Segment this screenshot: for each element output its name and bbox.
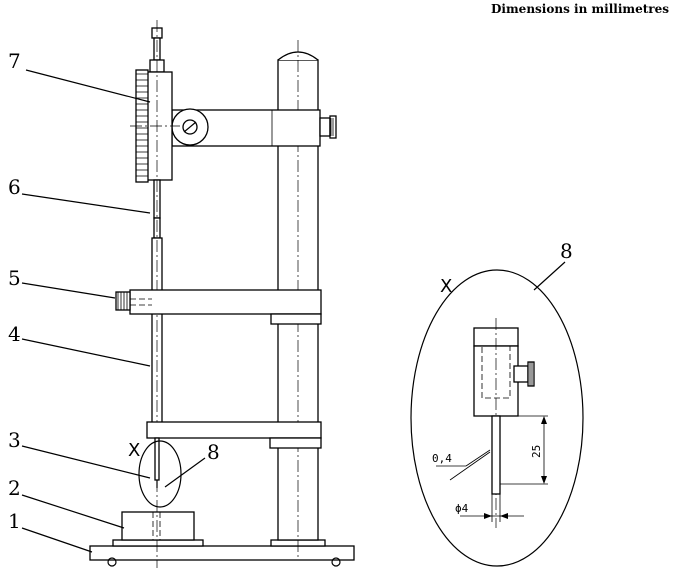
detail-circle-main [138,440,182,508]
label-8-detail: 8 [560,239,573,263]
label-2: 2 [8,476,21,500]
base-plate [89,545,355,567]
label-x-detail: X [440,276,452,297]
leader-lines [21,69,566,553]
lower-arm [146,421,322,449]
label-6: 6 [8,175,21,199]
label-x-main: X [128,440,140,461]
guide-arm [115,289,322,325]
label-1: 1 [8,509,21,533]
label-8-main: 8 [207,440,220,464]
dimension-tip: 0,4 [432,452,452,465]
detail-view [410,269,584,567]
gauge-arm [171,108,337,147]
dimension-25: 25 [530,445,543,458]
label-4: 4 [8,322,21,346]
specimen-container [112,511,204,547]
label-7: 7 [8,49,21,73]
label-5: 5 [8,266,21,290]
dimensions-note: Dimensions in millimetres [491,2,669,16]
dial-gauge [130,27,180,219]
dimension-diameter: ϕ4 [455,502,469,515]
label-3: 3 [8,428,21,452]
needle [154,437,160,488]
